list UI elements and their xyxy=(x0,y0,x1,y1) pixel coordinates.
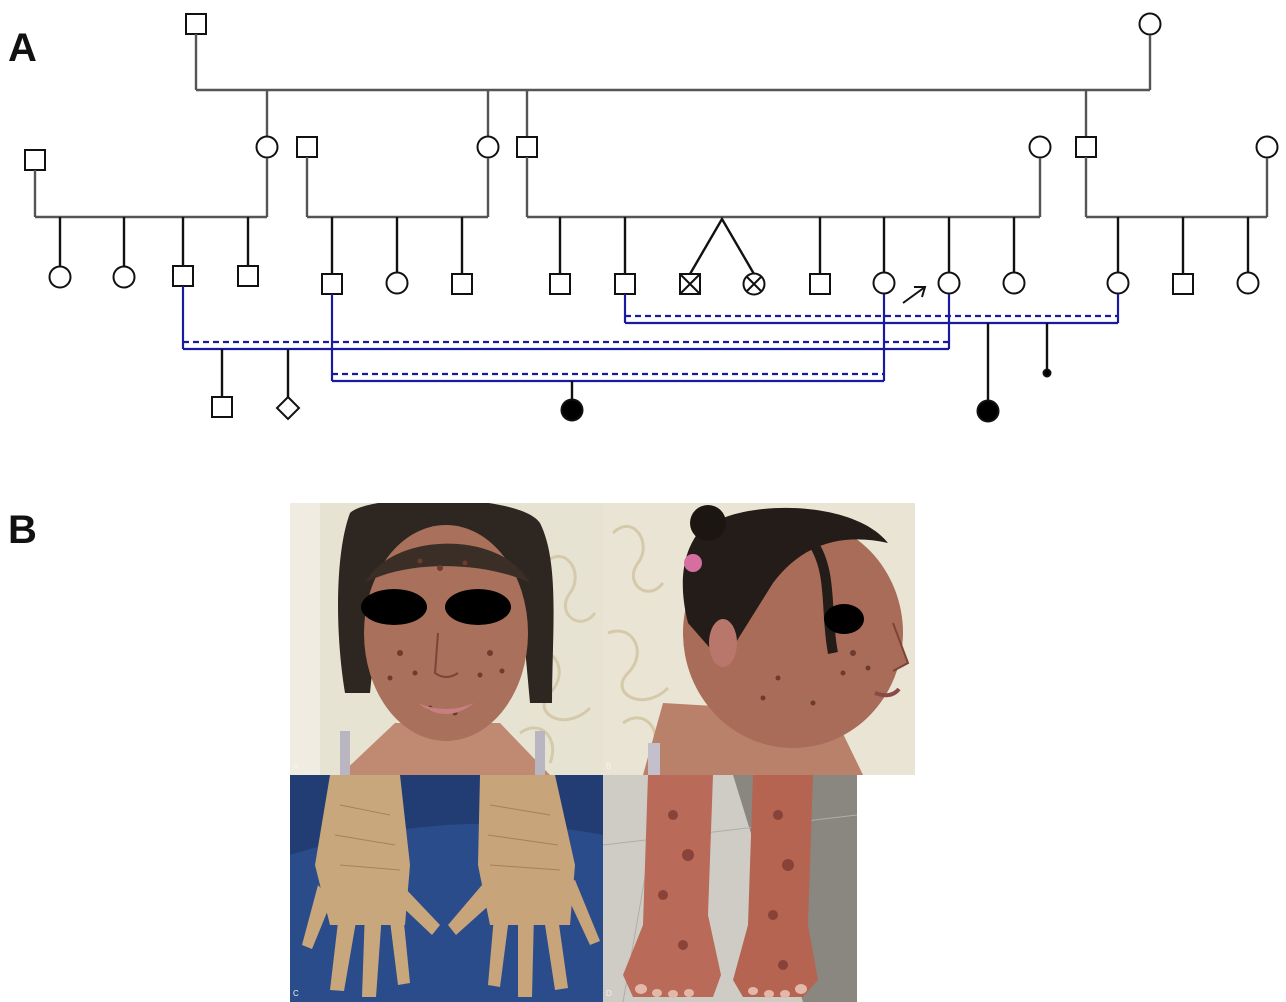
male-symbol xyxy=(186,14,206,34)
female-symbol xyxy=(478,137,499,158)
affected-female-symbol xyxy=(562,400,583,421)
photo-feet-drawing xyxy=(603,775,857,1002)
male-symbol xyxy=(212,397,232,417)
male-symbol xyxy=(810,274,830,294)
male-symbol xyxy=(1173,274,1193,294)
female-symbol xyxy=(1140,14,1161,35)
generation-4-descent-lines xyxy=(222,323,1047,400)
photo-hands-drawing xyxy=(290,775,603,1002)
deceased-female-twin-symbol xyxy=(744,274,765,295)
deceased-male-twin-symbol xyxy=(680,274,700,294)
male-symbol xyxy=(238,266,258,286)
female-symbol xyxy=(1030,137,1051,158)
female-symbol xyxy=(1238,273,1259,294)
male-symbol xyxy=(322,274,342,294)
affected-female-symbol xyxy=(978,401,999,422)
generation-1 xyxy=(186,14,1161,35)
consanguineous-unions xyxy=(183,286,1118,381)
photo-letter-c: C xyxy=(293,989,299,998)
male-symbol xyxy=(615,274,635,294)
unknown-sex-symbol xyxy=(277,397,299,419)
male-symbol xyxy=(25,150,45,170)
female-symbol xyxy=(1108,273,1129,294)
miscarriage-symbol xyxy=(1044,370,1051,377)
pedigree-chart xyxy=(0,0,1286,440)
female-symbol xyxy=(1004,273,1025,294)
photo-hands: C xyxy=(290,775,603,1002)
photo-letter-b: B xyxy=(606,762,611,771)
female-symbol xyxy=(114,267,135,288)
photo-feet: D xyxy=(603,775,857,1002)
female-symbol xyxy=(257,137,278,158)
generation-2-lines xyxy=(35,157,1267,217)
male-symbol xyxy=(173,266,193,286)
generation-1-lines xyxy=(196,34,1150,137)
male-symbol xyxy=(1076,137,1096,157)
male-symbol xyxy=(550,274,570,294)
panel-label-b: B xyxy=(8,510,37,550)
male-symbol xyxy=(517,137,537,157)
photo-face-side-drawing xyxy=(603,503,915,775)
male-symbol xyxy=(297,137,317,157)
female-symbol xyxy=(387,273,408,294)
generation-2 xyxy=(25,137,1278,171)
photo-face-front-drawing xyxy=(290,503,603,775)
female-symbol xyxy=(939,273,960,294)
female-symbol xyxy=(874,273,895,294)
photo-letter-d: D xyxy=(606,989,612,998)
female-symbol xyxy=(50,267,71,288)
photo-face-front: A xyxy=(290,503,603,775)
generation-4 xyxy=(212,370,1051,422)
photo-letter-a: A xyxy=(293,762,298,771)
generation-3 xyxy=(50,266,1259,295)
female-symbol xyxy=(1257,137,1278,158)
male-symbol xyxy=(452,274,472,294)
proband-arrow-icon xyxy=(903,287,925,303)
photo-face-side: B xyxy=(603,503,915,775)
